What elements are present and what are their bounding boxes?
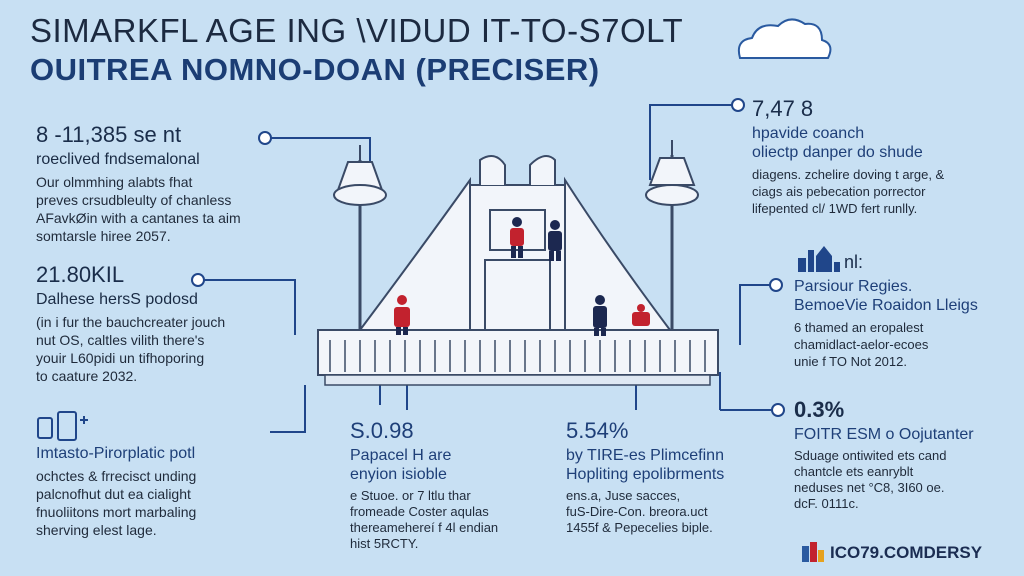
person-figure-3: [394, 295, 410, 335]
stat-number: 0.3%: [794, 397, 845, 422]
stat-body: Our olmmhing alabts fhat preves crsudble…: [36, 174, 241, 244]
stat-heading: FOITR ESM o Oojutanter: [794, 426, 974, 443]
stat-heading-2: enyion isioble: [350, 466, 447, 483]
stat-body: diagens. zchelire doving t arge, & ciags…: [752, 167, 945, 216]
logo-text: ICO79.COMDERSY: [830, 543, 983, 562]
stat-heading-2: BemoeVie Roaidon Lleigs: [794, 297, 978, 314]
device-icon: [37, 411, 88, 441]
stat-body: (in i fur the bauchcreater jouch nut OS,…: [36, 314, 226, 384]
stat-block-bottom-left: Imtasto-Pirorplatic potl ochctes & frrec…: [36, 444, 276, 539]
stat-number: 8 -11,385 se nt: [36, 122, 182, 147]
stat-block-top-left: 8 -11,385 se nt roeclived fndsemalonal O…: [36, 122, 266, 245]
stat-block-bottom-center-right: 5.54% by TIRE-es Plimcefinn Hopliting ep…: [566, 418, 776, 536]
stat-number: nl:: [844, 252, 864, 272]
stat-body: 6 thamed an eropalest chamidlact-aelor-e…: [794, 320, 929, 369]
bridge-structure: [317, 155, 719, 386]
person-figure-4: [593, 295, 607, 336]
stat-body: ens.a, Juse sacces, fuS-Dire-Con. breora…: [566, 488, 713, 535]
page-title-line-1: SIMARKFL AGE ING \VIDUD IT-TO-S7OLT: [30, 12, 684, 49]
stat-heading: hpavide coanch: [752, 125, 865, 142]
connector-lines: [200, 104, 775, 433]
stat-block-mid-right: nl: Parsiour Regies. BemoeVie Roaidon Ll…: [794, 252, 1014, 370]
right-lamp-post: [645, 140, 699, 335]
stat-heading: Parsiour Regies.: [794, 278, 913, 295]
stat-number: 5.54%: [566, 418, 629, 443]
stat-heading: roeclived fndsemalonal: [36, 151, 200, 168]
stat-number: 21.80KIL: [36, 262, 125, 287]
stat-number: S.0.98: [350, 418, 414, 443]
stat-body: e Stuoe. or 7 ltlu thar fromeade Coster …: [350, 488, 499, 551]
stat-heading: Papacel H are: [350, 447, 452, 464]
stat-block-mid-left: 21.80KIL Dalhese hersS podosd (in i fur …: [36, 262, 276, 385]
connector-dots: [191, 98, 785, 417]
left-lamp-post: [333, 145, 387, 335]
person-figure-2: [548, 220, 562, 261]
stat-heading: Dalhese hersS podosd: [36, 291, 198, 308]
stat-block-bottom-center-left: S.0.98 Papacel H are enyion isioble e St…: [350, 418, 560, 552]
stat-block-bottom-right: 0.3% FOITR ESM o Oojutanter Sduage ontiw…: [794, 397, 1014, 512]
person-figure-5: [632, 304, 650, 326]
stat-body: ochctes & frrecisct unding palcnofhut du…: [36, 468, 197, 538]
stat-heading-2: Hopliting epolibrments: [566, 466, 725, 483]
stat-heading: by TIRE-es Plimcefinn: [566, 447, 724, 464]
stat-body: Sduage ontiwited ets cand chantcle ets e…: [794, 448, 947, 511]
skyline-icon: [798, 246, 840, 272]
page-title-line-2: OUITREA NOMNO-DOAN (PRECISER): [30, 52, 600, 87]
logo-mark-icon: [800, 540, 826, 566]
footer-logo: ICO79.COMDERSY: [800, 540, 1010, 566]
person-figure-1: [510, 217, 524, 258]
stat-block-top-right: 7,47 8 hpavide coanch oliectp danper do …: [752, 96, 1002, 217]
stat-number: 7,47 8: [752, 96, 814, 121]
stat-heading: Imtasto-Pirorplatic potl: [36, 445, 196, 462]
cloud-icon: [737, 18, 832, 59]
stat-heading-2: oliectp danper do shude: [752, 144, 923, 161]
